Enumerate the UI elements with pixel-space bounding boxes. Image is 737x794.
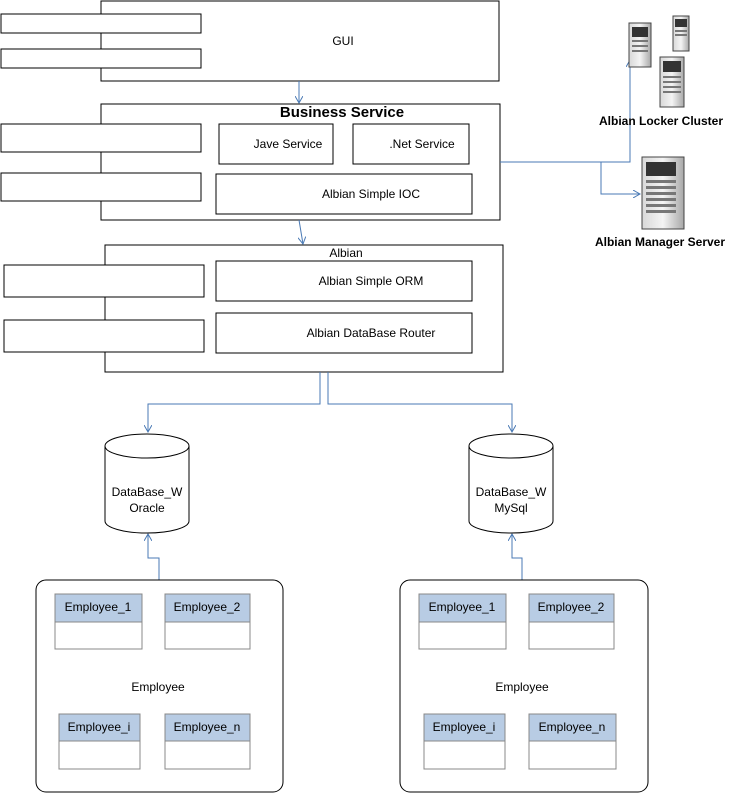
employee-to-oracle-arrow [148, 534, 160, 580]
connectors [148, 60, 640, 580]
employee-table-name: Employee_2 [538, 600, 605, 614]
employee-group-label: Employee [495, 680, 549, 694]
albian-title: Albian [329, 246, 362, 260]
router-box [215, 312, 473, 354]
employee-table: Employee_1 [418, 593, 507, 650]
employee-table: Employee_2 [164, 593, 251, 650]
oracle-database: DataBase_W Oracle [104, 433, 190, 534]
employee-table-name: Employee_n [539, 720, 606, 734]
albian-to-mysql-arrow [327, 372, 512, 432]
mysql-db-engine: MySql [494, 501, 527, 515]
employee-table: Employee_i [58, 713, 141, 770]
employee-table-name: Employee_1 [65, 600, 132, 614]
database-cylinder-icon [468, 433, 554, 534]
gui-side-box-1 [0, 13, 202, 34]
locker-cluster-label: Albian Locker Cluster [599, 114, 723, 128]
router-label: Albian DataBase Router [307, 326, 436, 340]
employee-table-name: Employee_n [174, 720, 241, 734]
albian-to-oracle-arrow [148, 372, 321, 432]
jave-service-box [218, 123, 334, 165]
server-icon [628, 22, 652, 68]
employee-table: Employee_n [528, 713, 617, 770]
oracle-db-name: DataBase_W [112, 485, 183, 499]
gui-layer: GUI [0, 0, 500, 82]
gui-label: GUI [332, 34, 353, 48]
server-icon [641, 156, 685, 230]
mysql-database: DataBase_W MySql [468, 433, 554, 534]
employee-group-mysql: Employee_1 Employee_2 Employee Employee_… [399, 579, 649, 793]
employee-table: Employee_1 [54, 593, 143, 650]
gui-side-box-2 [0, 48, 202, 69]
server-icon [672, 15, 690, 52]
business-side-box-1 [0, 123, 202, 153]
employee-group-label: Employee [131, 680, 185, 694]
mysql-db-name: DataBase_W [476, 485, 547, 499]
employee-table: Employee_i [423, 713, 506, 770]
business-to-albian-arrow [299, 219, 303, 244]
orm-box [215, 260, 473, 302]
employee-group-oracle: Employee_1 Employee_2 Employee Employee_… [35, 579, 284, 793]
manager-server: Albian Manager Server [595, 156, 725, 249]
orm-label: Albian Simple ORM [319, 274, 424, 288]
business-side-box-2 [0, 172, 202, 202]
net-service-box [352, 123, 470, 165]
net-service-label: .Net Service [389, 137, 455, 151]
albian-layer: Albian Albian Simple ORM Albian DataBase… [3, 244, 504, 373]
oracle-db-engine: Oracle [129, 501, 165, 515]
ioc-label: Albian Simple IOC [322, 187, 420, 201]
employee-table-name: Employee_1 [429, 600, 496, 614]
albian-side-box-2 [3, 319, 205, 353]
employee-to-mysql-arrow [512, 534, 523, 580]
ioc-box [215, 173, 473, 215]
business-to-locker-arrow [500, 60, 630, 163]
employee-table-name: Employee_i [433, 720, 496, 734]
jave-service-label: Jave Service [254, 137, 323, 151]
employee-table: Employee_2 [528, 593, 615, 650]
employee-table: Employee_n [164, 713, 251, 770]
employee-table-name: Employee_i [68, 720, 131, 734]
business-service-title: Business Service [280, 104, 404, 121]
albian-side-box-1 [3, 264, 205, 298]
business-to-manager-arrow [600, 162, 640, 194]
business-service-layer: Business Service Jave Service .Net Servi… [0, 103, 501, 221]
locker-cluster: Albian Locker Cluster [599, 15, 723, 128]
manager-server-label: Albian Manager Server [595, 235, 725, 249]
gui-box [100, 0, 500, 82]
server-icon [659, 56, 685, 108]
employee-table-name: Employee_2 [174, 600, 241, 614]
database-cylinder-icon [104, 433, 190, 534]
